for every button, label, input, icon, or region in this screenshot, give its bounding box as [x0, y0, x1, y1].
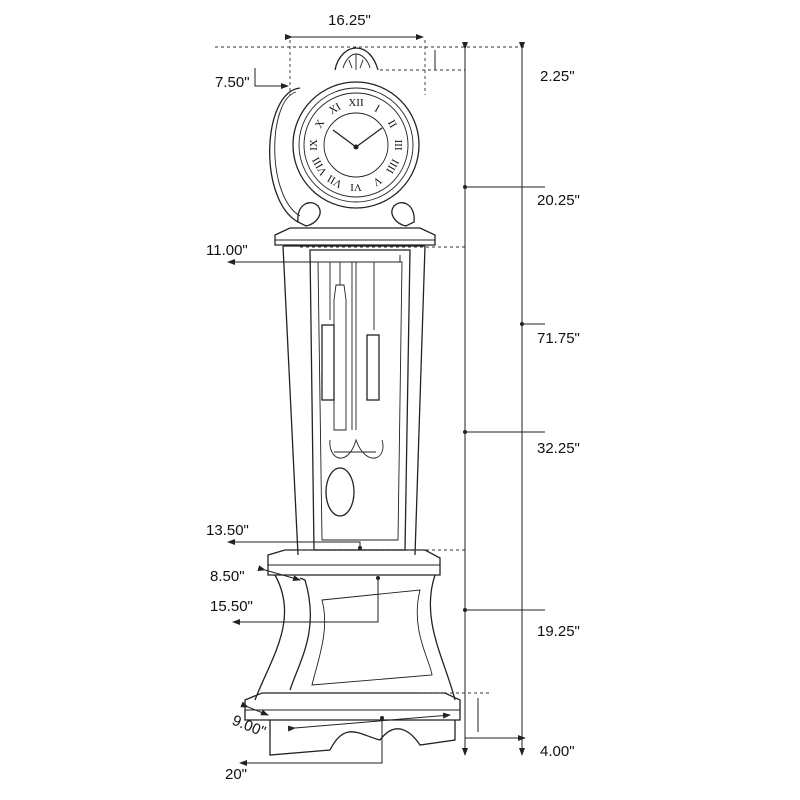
- pendulum: [321, 262, 384, 517]
- dim-total-height: 71.75": [537, 330, 580, 347]
- base-panel: [311, 589, 433, 686]
- dim-trunk-height: 32.25": [537, 440, 580, 457]
- dim-crest-height: 2.25": [540, 68, 575, 85]
- plinth-foot: [269, 720, 456, 756]
- dim-plinth-height: 4.00": [540, 743, 575, 760]
- dial-numeral: IX: [308, 139, 320, 151]
- plinth: [244, 692, 461, 721]
- dim-ledge-depth: 8.50": [210, 568, 245, 585]
- crest: [334, 47, 379, 71]
- dim-base-height: 19.25": [537, 623, 580, 640]
- dial-outer-ring: [292, 81, 420, 209]
- right-scroll: [391, 202, 415, 227]
- dim-plinth-width: 20": [225, 766, 248, 783]
- dial-numeral: VI: [350, 181, 362, 193]
- dim-top-width: 16.25": [328, 12, 371, 29]
- base-body: [254, 574, 456, 701]
- dial-numeral: XII: [348, 97, 364, 109]
- hood-ledge: [274, 227, 436, 246]
- left-scroll: [297, 202, 321, 227]
- dim-trunk-width: 11.00": [206, 242, 248, 259]
- trunk: [282, 245, 426, 556]
- dim-side-depth-head: 7.50": [215, 74, 250, 91]
- hour-hand: [332, 127, 383, 148]
- dim-base-width: 15.50": [210, 598, 253, 615]
- dim-head-height: 20.25": [537, 192, 580, 209]
- head-back-dome: [269, 87, 301, 223]
- dim-trunk-ledge-width: 13.50": [206, 522, 249, 539]
- dial-numeral: III: [392, 139, 404, 151]
